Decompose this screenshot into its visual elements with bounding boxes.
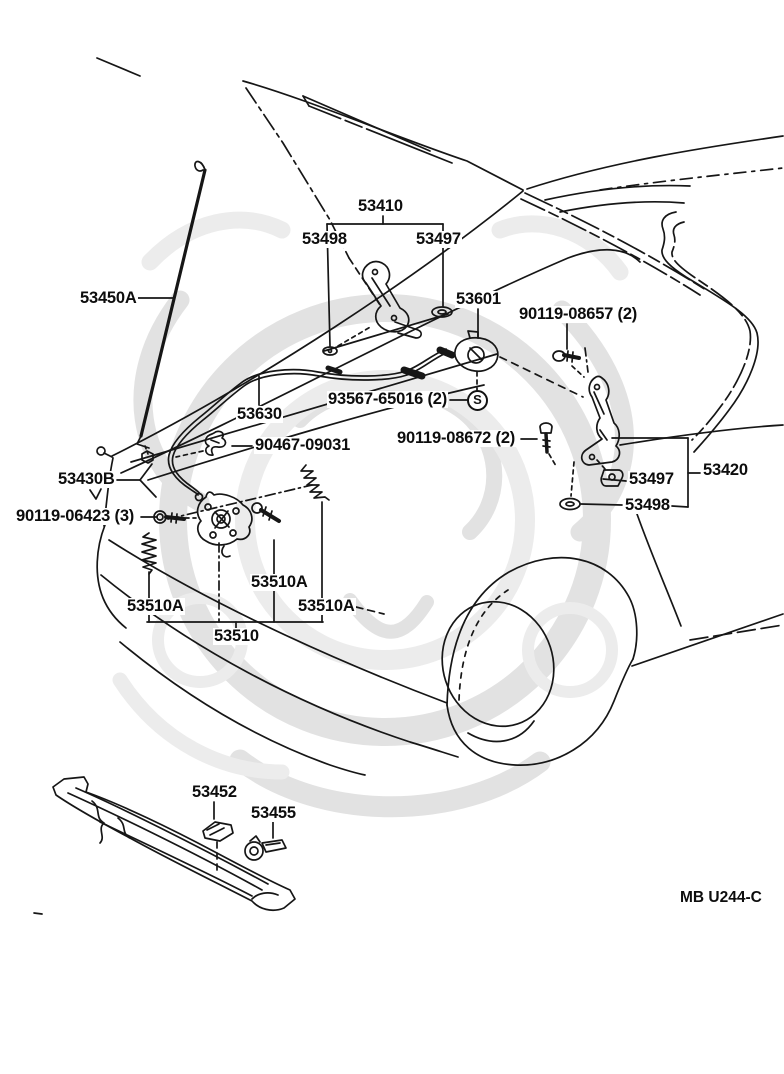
part-label-90467-09031: 90467-09031 (254, 436, 352, 454)
leader-lines (89, 215, 701, 875)
figure-code: MB U244-C (679, 889, 763, 906)
part-label-53601: 53601 (455, 290, 502, 308)
clip-53455 (244, 835, 287, 861)
release-cable (167, 346, 456, 502)
part-label-53510: 53510 (213, 627, 260, 645)
part-label-90119-08672: 90119-08672 (2) (396, 429, 517, 447)
hood-hinge-left (361, 260, 422, 339)
part-label-53498-top: 53498 (301, 230, 348, 248)
front-wheel (441, 556, 638, 766)
standard-part-s-symbol: S (467, 390, 488, 411)
part-label-90119-06423: 90119-06423 (3) (15, 507, 136, 525)
part-label-53420: 53420 (702, 461, 749, 479)
hood-latch-assembly (196, 491, 253, 558)
bolt-90119-08672 (539, 422, 557, 467)
part-label-53430b: 53430B (57, 470, 116, 488)
part-label-53455: 53455 (250, 804, 297, 822)
part-label-53510a-right: 53510A (297, 597, 356, 615)
part-label-53630: 53630 (236, 405, 283, 423)
washers-grommets (322, 306, 624, 511)
car-body (96, 135, 784, 776)
cowl-panel (33, 776, 296, 915)
bolt-90119-08657 (552, 350, 581, 363)
part-label-90119-08657: 90119-08657 (2) (518, 305, 639, 323)
clip-53452 (202, 821, 234, 842)
bolt-center (251, 502, 281, 523)
part-label-53450a: 53450A (79, 289, 138, 307)
hood-hinge-right (570, 347, 621, 497)
part-label-53497-right: 53497 (628, 470, 675, 488)
part-label-53510a-mid: 53510A (250, 573, 309, 591)
cable-clip-90467 (175, 430, 227, 458)
part-label-53410: 53410 (357, 197, 404, 215)
part-label-53497-top: 53497 (415, 230, 462, 248)
part-label-53498-right: 53498 (624, 496, 671, 514)
hood-panel (96, 57, 524, 352)
nut-and-screw-left (96, 446, 154, 464)
part-label-93567-65016: 93567-65016 (2) (327, 390, 449, 408)
part-label-53510a-left: 53510A (126, 597, 185, 615)
bumper-springs (141, 464, 330, 575)
part-label-53452: 53452 (191, 783, 238, 801)
